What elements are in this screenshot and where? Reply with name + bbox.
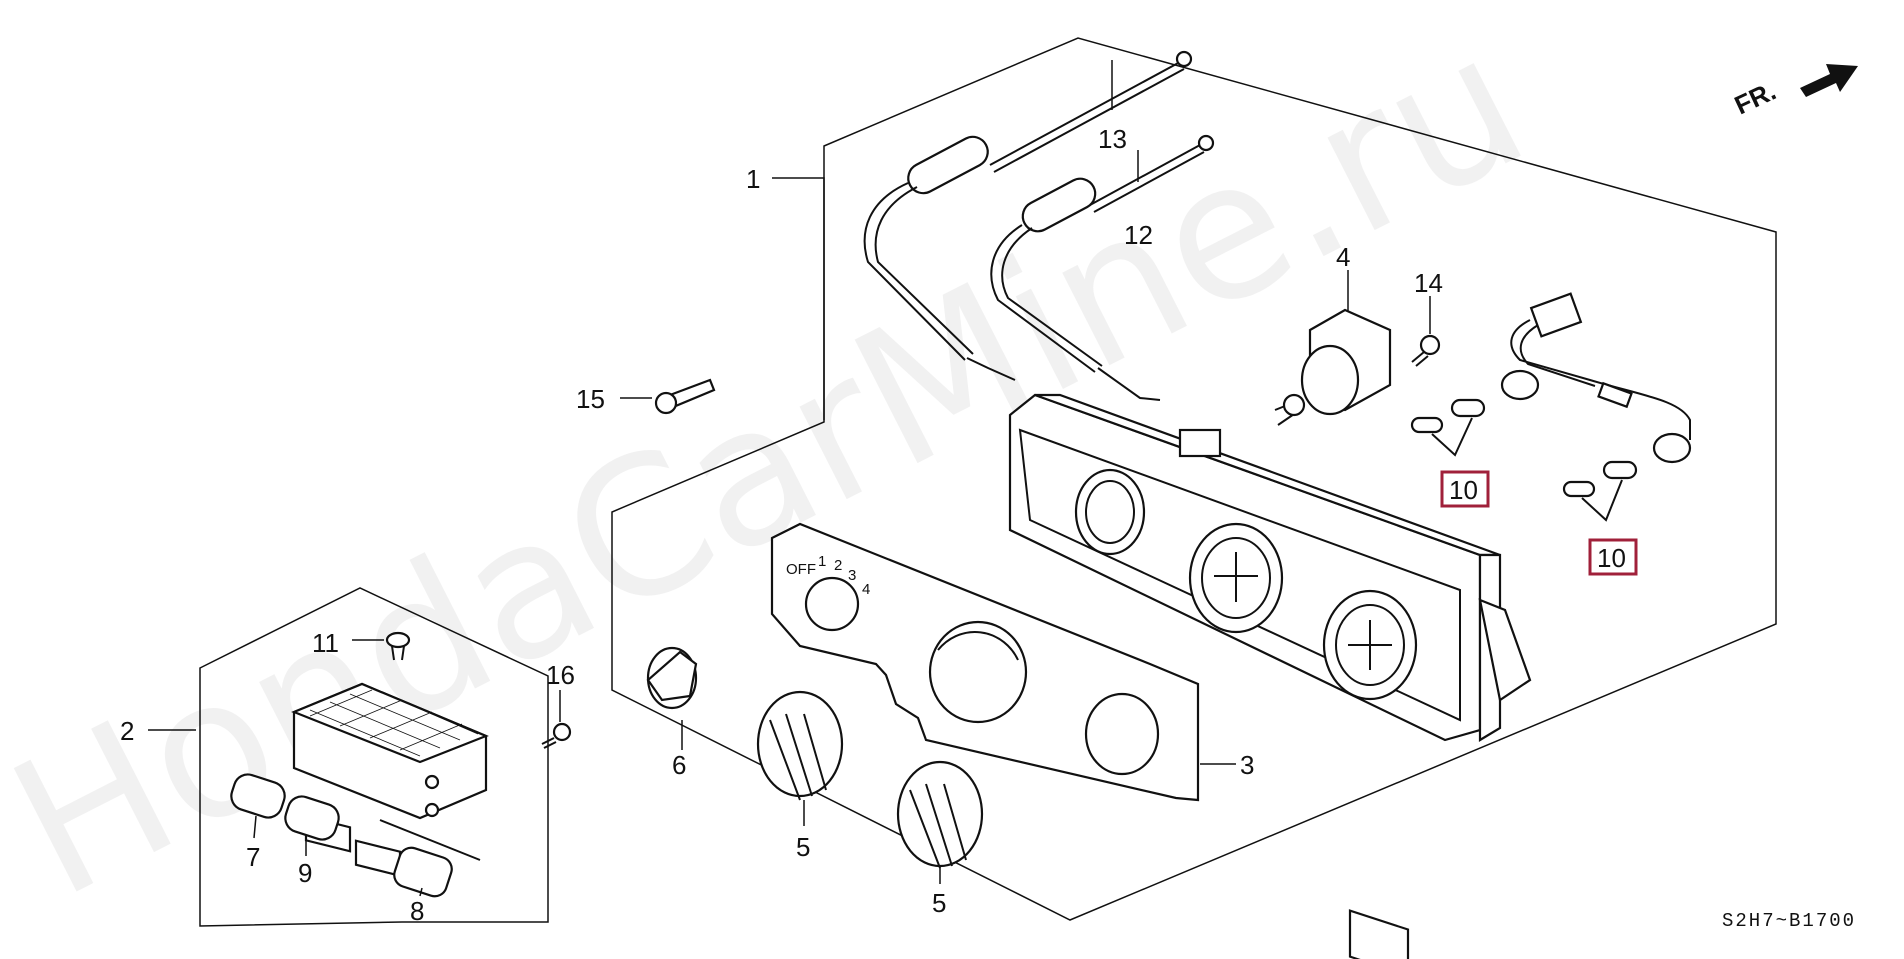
- control-housing: [1008, 393, 1532, 959]
- callout-numbers: 1 2 3 4 5 5 6 7 8 9 11 12 13 14 15 16: [120, 124, 1443, 926]
- callout-8: 8: [410, 896, 424, 926]
- fan-speed-3: 3: [848, 567, 856, 584]
- callout-3: 3: [1240, 750, 1254, 780]
- fan-speed-1: 1: [818, 553, 826, 570]
- callout-16: 16: [546, 660, 575, 690]
- part-5-knob-lower: [896, 760, 984, 869]
- callout-12: 12: [1124, 220, 1153, 250]
- part-10-bulbs-upper: [1410, 398, 1486, 457]
- front-direction-label: FR.: [1730, 76, 1781, 121]
- part-12-cable: [990, 134, 1215, 401]
- part-16-screw: [541, 722, 572, 749]
- part-5-knob-upper: [756, 690, 844, 801]
- callout-10-upper-group: 10: [1440, 470, 1490, 508]
- callout-10-upper: 10: [1449, 475, 1478, 505]
- assembly-outline: [611, 37, 1777, 921]
- leader-lines: [148, 60, 1431, 897]
- fan-speed-labels: OFF 1 2 3 4: [786, 553, 870, 598]
- fan-speed-2: 2: [834, 557, 842, 574]
- wire-harness: [1500, 292, 1692, 464]
- callout-1: 1: [746, 164, 760, 194]
- part-10-bulbs-lower: [1562, 460, 1638, 522]
- front-direction-indicator: FR.: [1730, 64, 1858, 120]
- callout-10-lower-group: 10: [1588, 538, 1638, 576]
- part-8-ac-button: [379, 819, 481, 898]
- part-15-screw: [654, 378, 716, 415]
- callout-5a: 5: [796, 832, 810, 862]
- part-3-face-panel: OFF 1 2 3 4: [770, 522, 1200, 802]
- part-4-motor: [1274, 308, 1392, 426]
- diagram-code: S2H7~B1700: [1722, 910, 1856, 932]
- callout-5b: 5: [932, 888, 946, 918]
- part-14-screw: [1411, 334, 1441, 367]
- part-11-screw: [385, 631, 411, 661]
- callout-7: 7: [246, 842, 260, 872]
- callout-10-upper-box: [1440, 470, 1490, 508]
- fan-speed-4: 4: [862, 581, 870, 598]
- callout-11: 11: [312, 628, 339, 658]
- part-13-cable: [863, 50, 1193, 381]
- callout-2: 2: [120, 716, 134, 746]
- callout-14: 14: [1414, 268, 1443, 298]
- callout-15: 15: [576, 384, 605, 414]
- callout-9: 9: [298, 858, 312, 888]
- part-9-button: [284, 795, 340, 841]
- callout-13: 13: [1098, 124, 1127, 154]
- callout-4: 4: [1336, 242, 1350, 272]
- part-7-button: [230, 773, 286, 819]
- fan-speed-off: OFF: [786, 561, 816, 578]
- switch-assembly-outline: [199, 587, 549, 927]
- front-arrow-icon: [1800, 64, 1858, 97]
- callout-10-lower: 10: [1597, 543, 1626, 573]
- callout-6: 6: [672, 750, 686, 780]
- part-6-knob: [646, 646, 698, 710]
- callout-10-lower-box: [1588, 538, 1638, 576]
